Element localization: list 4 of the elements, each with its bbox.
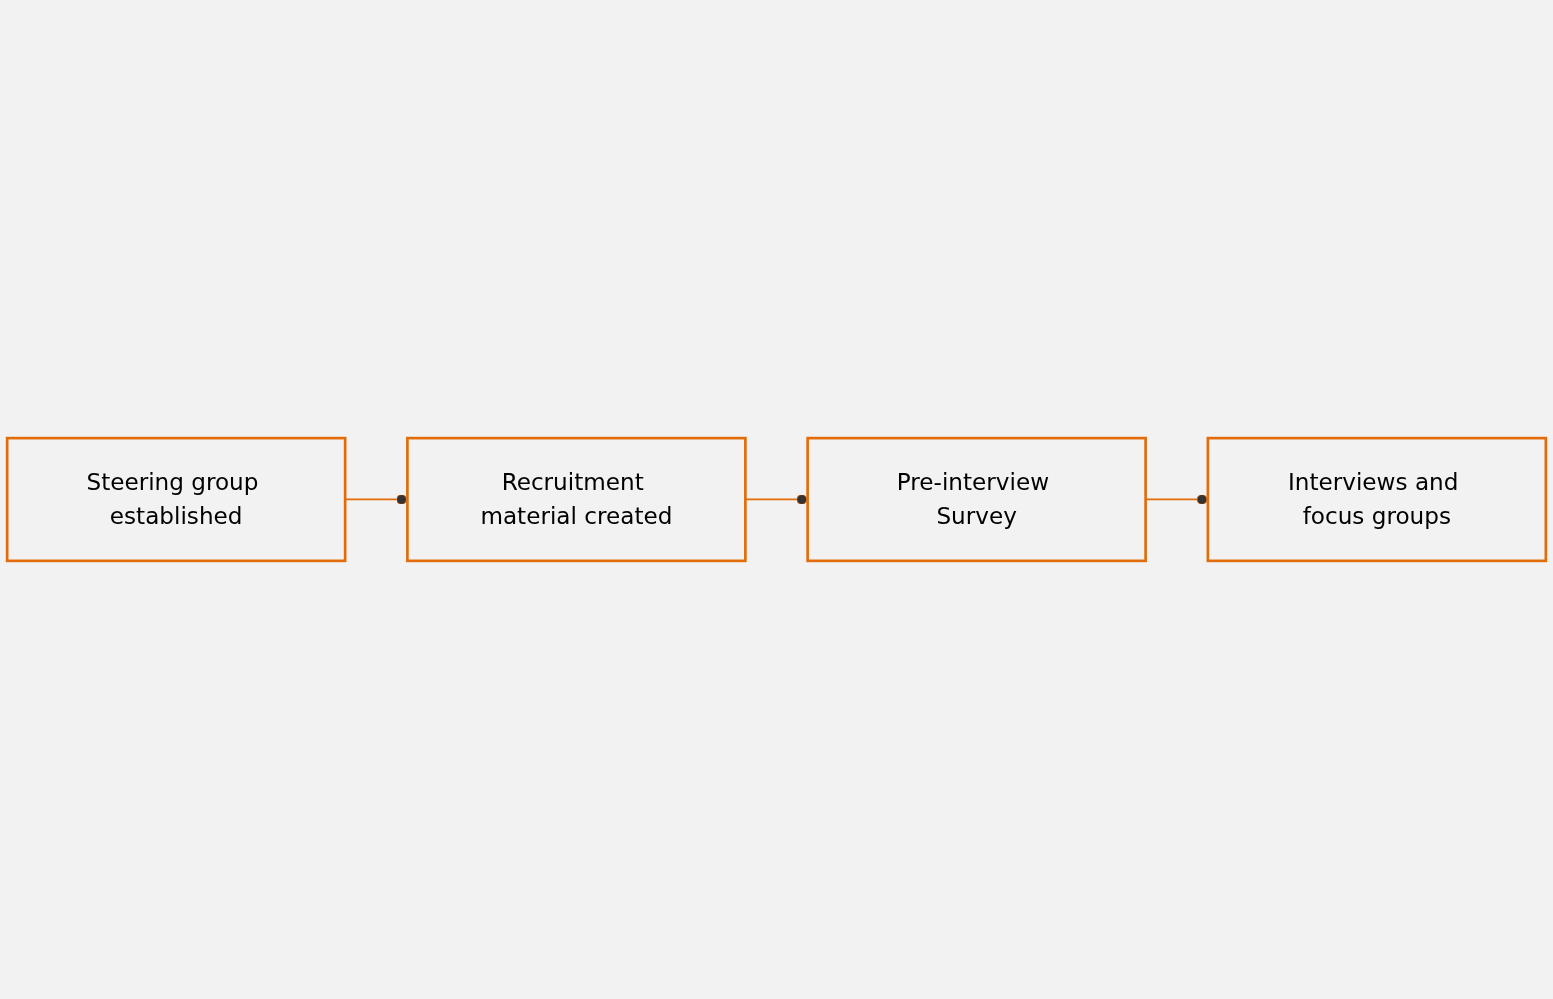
node-box: Pre-interview Survey <box>806 436 1147 563</box>
node-box: Steering group established <box>5 436 347 563</box>
node-box: Interviews and focus groups <box>1206 436 1548 563</box>
node-box: Recruitment material created <box>406 436 747 563</box>
